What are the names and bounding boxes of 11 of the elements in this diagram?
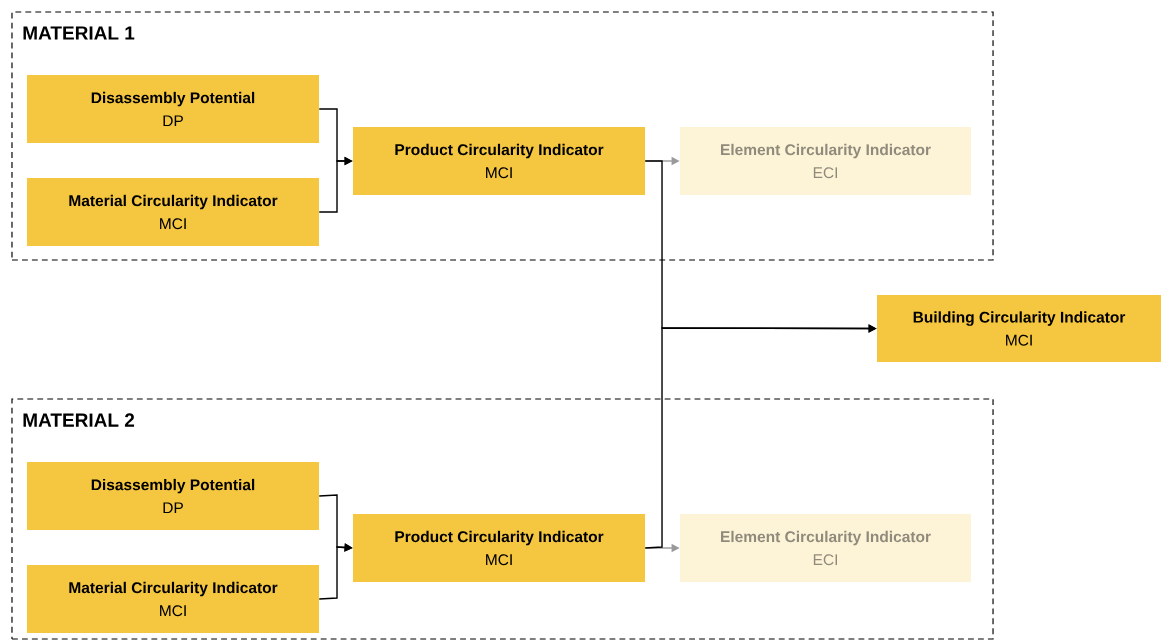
group-heading: MATERIAL 1 [23, 26, 135, 40]
faded-box: Element Circularity Indicator ECI [680, 127, 971, 195]
process-box: Disassembly Potential DP [27, 462, 319, 530]
process-box: Building Circularity Indicator MCI [877, 295, 1161, 362]
process-box: Material Circularity Indicator MCI [27, 178, 319, 246]
group-heading: MATERIAL 2 [23, 413, 135, 427]
process-box: Material Circularity Indicator MCI [27, 565, 319, 633]
process-box: Product Circularity Indicator MCI [353, 127, 645, 195]
faded-box: Element Circularity Indicator ECI [680, 514, 971, 582]
process-box: Product Circularity Indicator MCI [353, 514, 645, 582]
process-box: Disassembly Potential DP [27, 75, 319, 143]
